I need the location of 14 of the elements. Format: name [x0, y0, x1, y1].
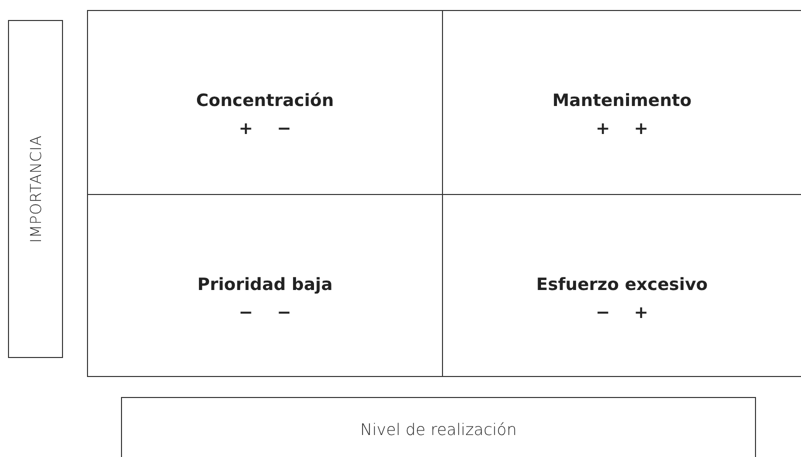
axis-title: Nivel de realización [359, 420, 518, 439]
quadrant-title: Prioridad baja [197, 275, 333, 295]
quadrant-title: Mantenimento [552, 91, 692, 111]
sign-pair: + + [596, 119, 648, 139]
quadrant-title: Concentración [196, 91, 334, 111]
quadrant-title: Esfuerzo excesivo [536, 275, 708, 295]
sign-pair: − + [596, 303, 648, 323]
sign-pair: − − [238, 303, 292, 323]
axis-label-box [121, 397, 756, 457]
quadrant-cell [87, 10, 443, 195]
axis-title: IMPORTANCIA [26, 135, 44, 243]
sign-pair: + − [238, 119, 292, 139]
axis-label-box [8, 20, 63, 358]
quadrant-cell [87, 194, 443, 377]
